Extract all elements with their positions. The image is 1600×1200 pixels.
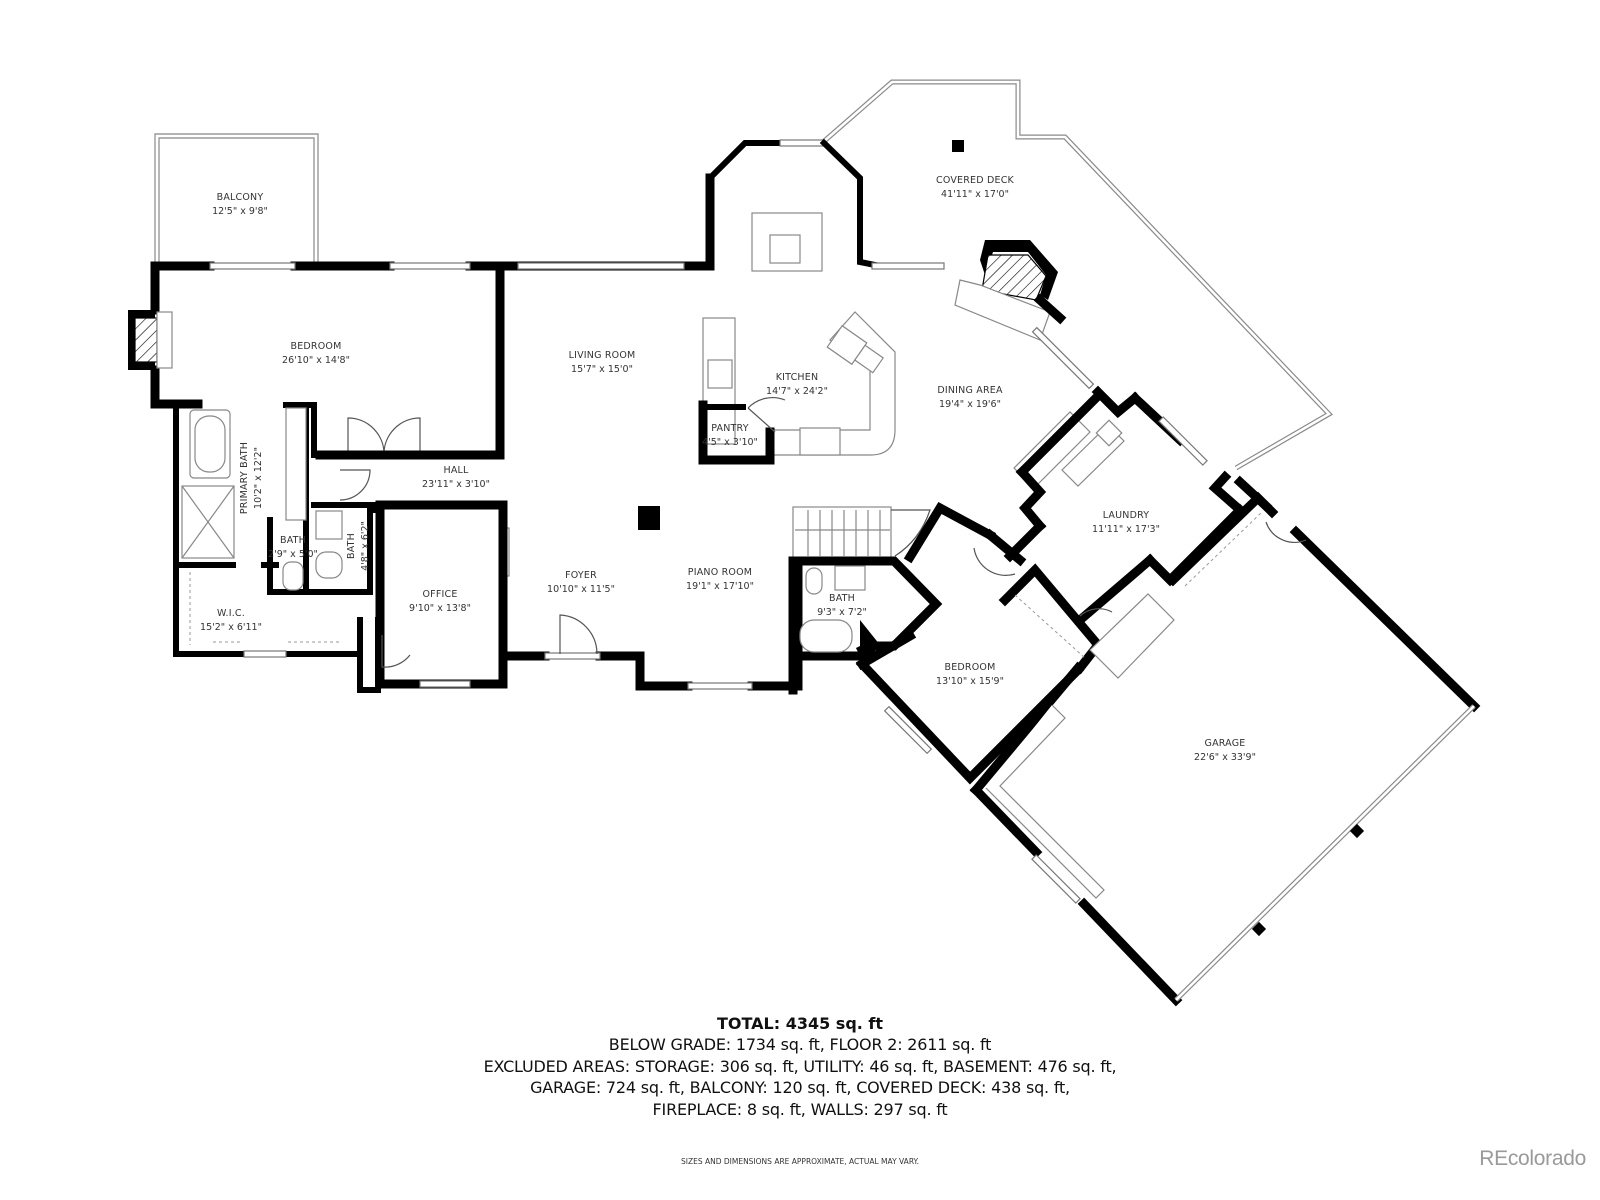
room-dimensions: 4'5" x 3'10" — [702, 437, 758, 448]
room-label-living-room: LIVING ROOM 15'7" x 15'0" — [569, 349, 636, 377]
room-name: LIVING ROOM — [568, 350, 636, 361]
main-living-walls — [495, 138, 945, 691]
room-label-primary-bedroom: BEDROOM 26'10" x 14'8" — [282, 340, 350, 368]
room-name: GARAGE — [1204, 738, 1246, 749]
room-dimensions: 12'5" x 9'8" — [212, 206, 268, 217]
room-dimensions: 15'2" x 6'11" — [200, 622, 262, 633]
room-name: PANTRY — [711, 423, 749, 434]
room-label-balcony: BALCONY 12'5" x 9'8" — [212, 191, 268, 219]
room-name: BATH — [279, 535, 307, 546]
deck-post — [952, 140, 964, 152]
room-name: BATH — [828, 593, 856, 604]
room-dimensions: 11'11" x 17'3" — [1092, 524, 1160, 535]
room-label-bath-guest: BATH 9'3" x 7'2" — [817, 592, 867, 620]
room-dimensions: 13'10" x 15'9" — [936, 676, 1004, 687]
room-name: KITCHEN — [775, 372, 819, 383]
room-name: BALCONY — [216, 192, 264, 203]
room-label-foyer: FOYER 10'10" x 11'5" — [547, 569, 615, 597]
room-dimensions: 22'6" x 33'9" — [1194, 752, 1256, 763]
total-area: TOTAL: 4345 sq. ft — [716, 1014, 884, 1033]
room-name: COVERED DECK — [936, 175, 1014, 186]
stair-and-guest-bath — [788, 506, 943, 695]
room-dimensions: 9'10" x 13'8" — [409, 603, 471, 614]
room-label-laundry: LAUNDRY 11'11" x 17'3" — [1092, 509, 1160, 537]
room-label-pantry: PANTRY 4'5" x 3'10" — [702, 422, 758, 450]
room-label-dining-area: DINING AREA 19'4" x 19'6" — [937, 384, 1002, 412]
room-label-hall: HALL 23'11" x 3'10" — [422, 464, 490, 492]
summary-line-1: BELOW GRADE: 1734 sq. ft, FLOOR 2: 2611 … — [608, 1035, 992, 1054]
room-label-office: OFFICE 9'10" x 13'8" — [409, 588, 471, 616]
room-dimensions: 23'11" x 3'10" — [422, 479, 490, 490]
room-name: OFFICE — [422, 589, 458, 600]
garage-walls — [969, 475, 1481, 1007]
room-dimensions: 26'10" x 14'8" — [282, 355, 350, 366]
room-dimensions: 19'4" x 19'6" — [939, 399, 1001, 410]
room-dimensions: 15'7" x 15'0" — [571, 364, 633, 375]
room-name: BEDROOM — [944, 662, 996, 673]
room-dimensions: 2'9" x 5'0" — [268, 549, 318, 560]
room-label-wic: W.I.C. 15'2" x 6'11" — [200, 607, 262, 635]
summary-line-3: GARAGE: 724 sq. ft, BALCONY: 120 sq. ft,… — [530, 1078, 1070, 1097]
room-label-covered-deck: COVERED DECK 41'11" x 17'0" — [936, 174, 1014, 202]
summary-line-2: EXCLUDED AREAS: STORAGE: 306 sq. ft, UTI… — [483, 1056, 1117, 1076]
room-name: FOYER — [565, 570, 597, 581]
area-summary: TOTAL: 4345 sq. ft BELOW GRADE: 1734 sq.… — [0, 1013, 1600, 1120]
room-label-guest-bedroom: BEDROOM 13'10" x 15'9" — [936, 661, 1004, 689]
room-dimensions: 4'8" x 6'2" — [360, 521, 371, 571]
room-dimensions: 19'1" x 17'10" — [686, 581, 754, 592]
structural-column — [638, 506, 660, 530]
summary-line-4: FIREPLACE: 8 sq. ft, WALLS: 297 sq. ft — [652, 1099, 948, 1119]
covered-deck-railing — [820, 79, 1333, 471]
room-label-bath-hall: BATH 4'8" x 6'2" — [345, 521, 373, 571]
room-name: W.I.C. — [216, 608, 245, 619]
room-name: PIANO ROOM — [687, 567, 753, 578]
fireplace-hearth — [134, 317, 158, 363]
room-name: HALL — [443, 465, 469, 476]
watermark-logo: REcolorado — [1479, 1147, 1586, 1170]
room-label-bath-small: BATH 2'9" x 5'0" — [268, 534, 318, 562]
room-name: BEDROOM — [290, 341, 342, 352]
dining-fireplace — [954, 240, 1142, 563]
room-dimensions: 14'7" x 24'2" — [766, 386, 828, 397]
room-name: LAUNDRY — [1102, 510, 1150, 521]
disclaimer: SIZES AND DIMENSIONS ARE APPROXIMATE, AC… — [680, 1157, 919, 1166]
room-name: PRIMARY BATH — [239, 441, 250, 515]
room-name: DINING AREA — [937, 385, 1003, 396]
room-label-kitchen: KITCHEN 14'7" x 24'2" — [766, 371, 828, 399]
room-dimensions: 9'3" x 7'2" — [817, 607, 867, 618]
guest-bedroom-walls — [855, 502, 1104, 785]
room-dimensions: 10'10" x 11'5" — [547, 584, 615, 595]
room-name: BATH — [346, 532, 357, 560]
room-dimensions: 41'11" x 17'0" — [941, 189, 1009, 200]
balcony-railing — [154, 133, 319, 264]
room-label-primary-bath: PRIMARY BATH 10'2" x 12'2" — [238, 442, 266, 514]
room-label-garage: GARAGE 22'6" x 33'9" — [1194, 737, 1256, 765]
room-dimensions: 10'2" x 12'2" — [253, 447, 264, 509]
room-label-piano-room: PIANO ROOM 19'1" x 17'10" — [686, 566, 754, 594]
